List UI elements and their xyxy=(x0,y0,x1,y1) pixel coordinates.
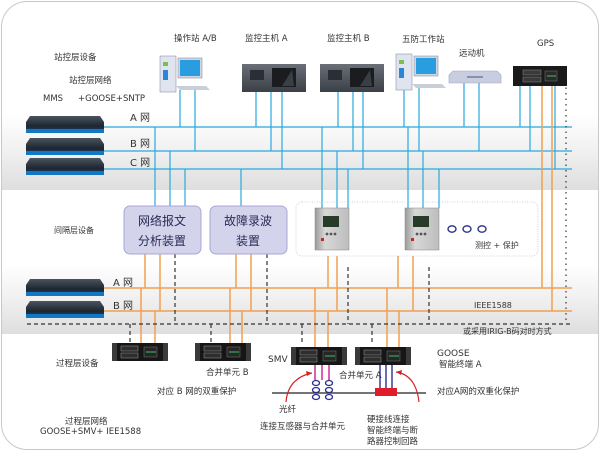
label-station-net-a: A 网 xyxy=(130,112,150,124)
smart-terminal-a xyxy=(355,347,411,365)
monitor-host-b xyxy=(320,64,384,92)
label-process-network: 过程层网络 xyxy=(65,416,108,427)
hardwire-lines xyxy=(379,365,393,388)
process-switch-a xyxy=(26,279,104,296)
analyzer-text-1: 网络报文 xyxy=(138,213,186,228)
label-goose: GOOSE xyxy=(437,349,470,359)
label-goose-sntp: +GOOSE+SNTP xyxy=(78,94,145,104)
network-analyzer-box: 网络报文 分析装置 xyxy=(123,205,202,255)
merging-unit-b-2 xyxy=(195,343,251,361)
recorder-text-2: 装置 xyxy=(236,234,260,248)
measure-protect-group: 测控 + 保护 xyxy=(295,201,539,257)
label-station-net-c: C 网 xyxy=(130,157,150,169)
fiber-arrow-left xyxy=(285,372,313,403)
label-monitor-host-a: 监控主机 A xyxy=(245,33,288,44)
label-hardwire-3: 路器控制回路 xyxy=(367,436,419,447)
gps-unit xyxy=(513,66,567,86)
label-hardwire-2: 智能终端与断 xyxy=(367,425,419,436)
dashed-sync-lines xyxy=(27,82,570,345)
label-process-net-b: B 网 xyxy=(113,300,133,312)
merging-unit-b-1 xyxy=(112,343,168,361)
label-ieee1588: IEEE1588 xyxy=(474,301,512,310)
label-a-dual-protection: 对应A网的双重化保护 xyxy=(437,386,519,397)
operator-station-pc xyxy=(159,55,210,93)
protection-relay-2 xyxy=(404,207,440,251)
label-process-device: 过程层设备 xyxy=(56,358,99,369)
merging-unit-a xyxy=(291,347,347,365)
label-five-defense: 五防工作站 xyxy=(402,34,445,45)
fiber-arrow-left-head xyxy=(306,371,312,376)
breaker-control-block xyxy=(375,388,397,396)
hardwire-arrow-right-head xyxy=(396,370,402,375)
label-connect-ct: 连接互感器与合并单元 xyxy=(260,421,346,432)
label-station-net-b: B 网 xyxy=(130,138,150,150)
station-switch-b xyxy=(26,138,104,155)
station-network-lines xyxy=(104,83,572,208)
monitor-host-a xyxy=(242,64,306,92)
label-process-protocol: GOOSE+SMV+ IEE1588 xyxy=(40,427,141,437)
process-switch-b xyxy=(26,301,104,318)
label-telecontrol: 远动机 xyxy=(459,48,485,59)
station-switch-a xyxy=(26,116,104,133)
label-operator-station: 操作站 A/B xyxy=(174,33,217,44)
smv-fiber-lines xyxy=(314,365,330,380)
process-network-lines xyxy=(104,86,572,348)
label-irig-b: 或采用IRIG-B码对时方式 xyxy=(463,326,552,336)
recorder-text-1: 故障录波 xyxy=(224,213,272,228)
label-station-device: 站控层设备 xyxy=(54,52,97,63)
ellipsis-icon xyxy=(447,225,487,233)
label-bay-device: 间隔层设备 xyxy=(54,225,94,235)
label-fiber: 光纤 xyxy=(279,404,297,415)
label-measure-protect: 测控 + 保护 xyxy=(475,240,519,250)
station-switch-c xyxy=(26,158,104,175)
label-gps: GPS xyxy=(537,39,554,49)
label-mms: MMS xyxy=(43,94,63,104)
telecontrol-unit xyxy=(448,70,502,84)
label-smart-terminal-a: 智能终端 A xyxy=(439,359,482,370)
analyzer-text-2: 分析装置 xyxy=(138,234,186,248)
label-merging-unit-a: 合并单元 A xyxy=(339,370,382,381)
ct-coils xyxy=(311,379,334,401)
label-smv: SMV xyxy=(268,355,288,365)
five-defense-pc xyxy=(395,53,446,91)
protection-relay-1 xyxy=(314,207,350,251)
label-hardwire-1: 硬接线连接 xyxy=(367,414,410,425)
label-merging-unit-b: 合并单元 B xyxy=(206,367,249,378)
label-process-net-a: A 网 xyxy=(113,277,133,289)
hardwire-arrow-right xyxy=(395,371,420,403)
label-station-network: 站控层网络 xyxy=(69,75,112,86)
label-monitor-host-b: 监控主机 B xyxy=(327,33,370,44)
fault-recorder-box: 故障录波 装置 xyxy=(209,205,288,255)
label-b-dual-protection: 对应 B 网的双重保护 xyxy=(157,386,236,397)
process-network-band xyxy=(2,264,598,334)
